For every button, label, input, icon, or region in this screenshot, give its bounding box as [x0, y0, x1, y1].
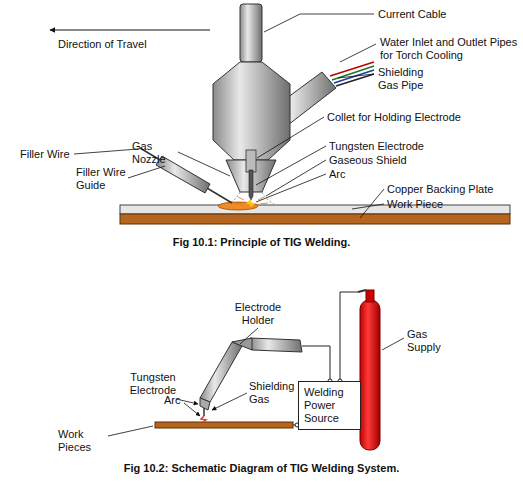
- figure-caption: Fig 10.2: Schematic Diagram of TIG Weldi…: [0, 462, 523, 475]
- part-label: Gas Supply: [407, 328, 447, 354]
- box-text: Welding Power Source: [304, 386, 356, 425]
- part-label: Filler Wire: [20, 148, 70, 161]
- part-label: Gas Nozzle: [132, 140, 180, 166]
- part-label: Arc: [329, 168, 346, 181]
- part-label: Collet for Holding Electrode: [327, 111, 461, 124]
- travel-label: Direction of Travel: [58, 38, 147, 51]
- part-label: Tungsten Electrode: [329, 140, 424, 153]
- part-label: Gaseous Shield: [329, 154, 407, 167]
- part-label: Arc: [164, 394, 181, 407]
- part-label: Electrode Holder: [226, 301, 290, 327]
- power-source-box: Welding Power Source: [298, 381, 361, 430]
- part-label: Shielding Gas: [249, 380, 301, 406]
- part-label: Current Cable: [378, 8, 446, 21]
- part-label: Work Piece: [387, 198, 443, 211]
- part-label: Water Inlet and Outlet Pipes for Torch C…: [380, 36, 520, 62]
- part-label: Shielding Gas Pipe: [378, 66, 438, 92]
- part-label: Filler Wire Guide: [76, 166, 136, 192]
- part-label: Work Pieces: [58, 428, 106, 454]
- part-label: Tungsten Electrode: [120, 371, 186, 397]
- part-label: Copper Backing Plate: [387, 183, 493, 196]
- figure-caption: Fig 10.1: Principle of TIG Welding.: [0, 236, 523, 249]
